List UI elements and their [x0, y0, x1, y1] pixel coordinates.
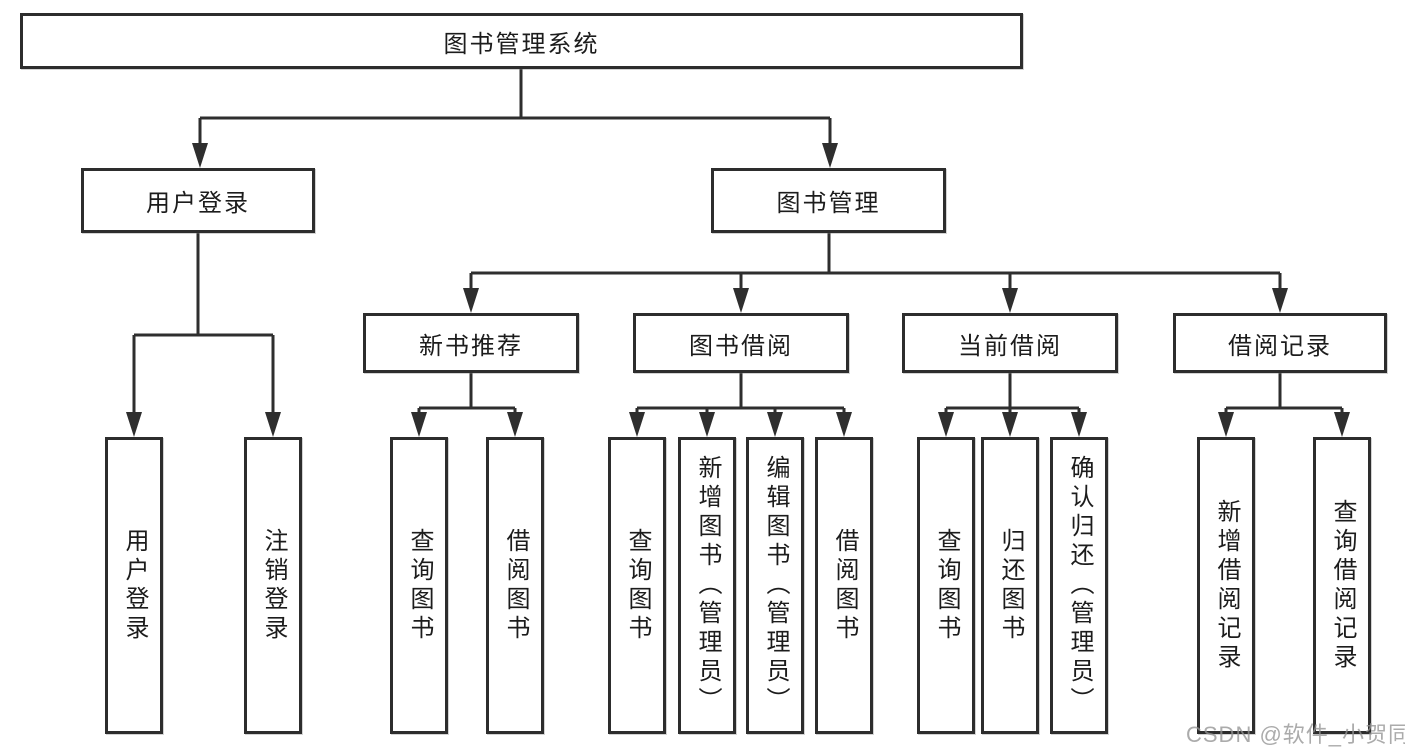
node-label: 查询图书 — [624, 527, 651, 644]
connector-segments — [132, 69, 1344, 413]
node-label: 查询借阅记录 — [1329, 498, 1356, 673]
node-label: 用户登录 — [146, 190, 250, 217]
node-new-book-recommendation: 新书推荐 — [363, 313, 579, 373]
leaf-add-books-admin: 新增图书（管理员） — [678, 437, 736, 734]
node-label: 注销登录 — [260, 527, 287, 644]
node-label: 用户登录 — [121, 527, 148, 644]
node-label: 图书管理系统 — [443, 30, 600, 58]
leaf-logout-login: 注销登录 — [244, 437, 302, 734]
leaf-user-login: 用户登录 — [105, 437, 163, 734]
node-label: 图书管理 — [776, 190, 881, 217]
node-label: 借阅图书 — [502, 527, 529, 644]
leaf-borrow-books-recommend: 借阅图书 — [486, 437, 544, 734]
node-label: 图书借阅 — [689, 332, 793, 360]
leaf-query-books-current: 查询图书 — [917, 437, 975, 734]
node-label: 借阅图书 — [831, 527, 858, 644]
connector-arrowheads — [126, 143, 1350, 437]
node-label: 确认归还（管理员） — [1066, 455, 1093, 716]
node-book-management: 图书管理 — [711, 168, 946, 233]
node-library-system: 图书管理系统 — [20, 13, 1023, 69]
leaf-query-books-recommend: 查询图书 — [390, 437, 448, 734]
node-label: 编辑图书（管理员） — [762, 455, 789, 716]
node-label: 借阅记录 — [1228, 332, 1332, 360]
leaf-confirm-return-admin: 确认归还（管理员） — [1050, 437, 1108, 734]
leaf-query-books-borrowing: 查询图书 — [608, 437, 666, 734]
leaf-return-books: 归还图书 — [981, 437, 1039, 734]
node-user-login: 用户登录 — [81, 168, 315, 233]
leaf-query-borrow-record: 查询借阅记录 — [1313, 437, 1371, 734]
leaf-edit-books-admin: 编辑图书（管理员） — [746, 437, 804, 734]
node-label: 查询图书 — [406, 527, 433, 644]
node-label: 当前借阅 — [958, 332, 1062, 360]
node-current-borrowing: 当前借阅 — [902, 313, 1118, 373]
node-label: 新增借阅记录 — [1213, 498, 1240, 673]
leaf-add-borrow-record: 新增借阅记录 — [1197, 437, 1255, 734]
node-borrowing-records: 借阅记录 — [1173, 313, 1387, 373]
node-label: 归还图书 — [997, 527, 1024, 644]
node-book-borrowing: 图书借阅 — [633, 313, 849, 373]
leaf-borrow-books-borrowing: 借阅图书 — [815, 437, 873, 734]
node-label: 新书推荐 — [419, 332, 523, 360]
node-label: 查询图书 — [933, 527, 960, 644]
csdn-watermark: CSDN @软件_小贺同学 — [1186, 722, 1405, 747]
node-label: 新增图书（管理员） — [694, 455, 721, 716]
